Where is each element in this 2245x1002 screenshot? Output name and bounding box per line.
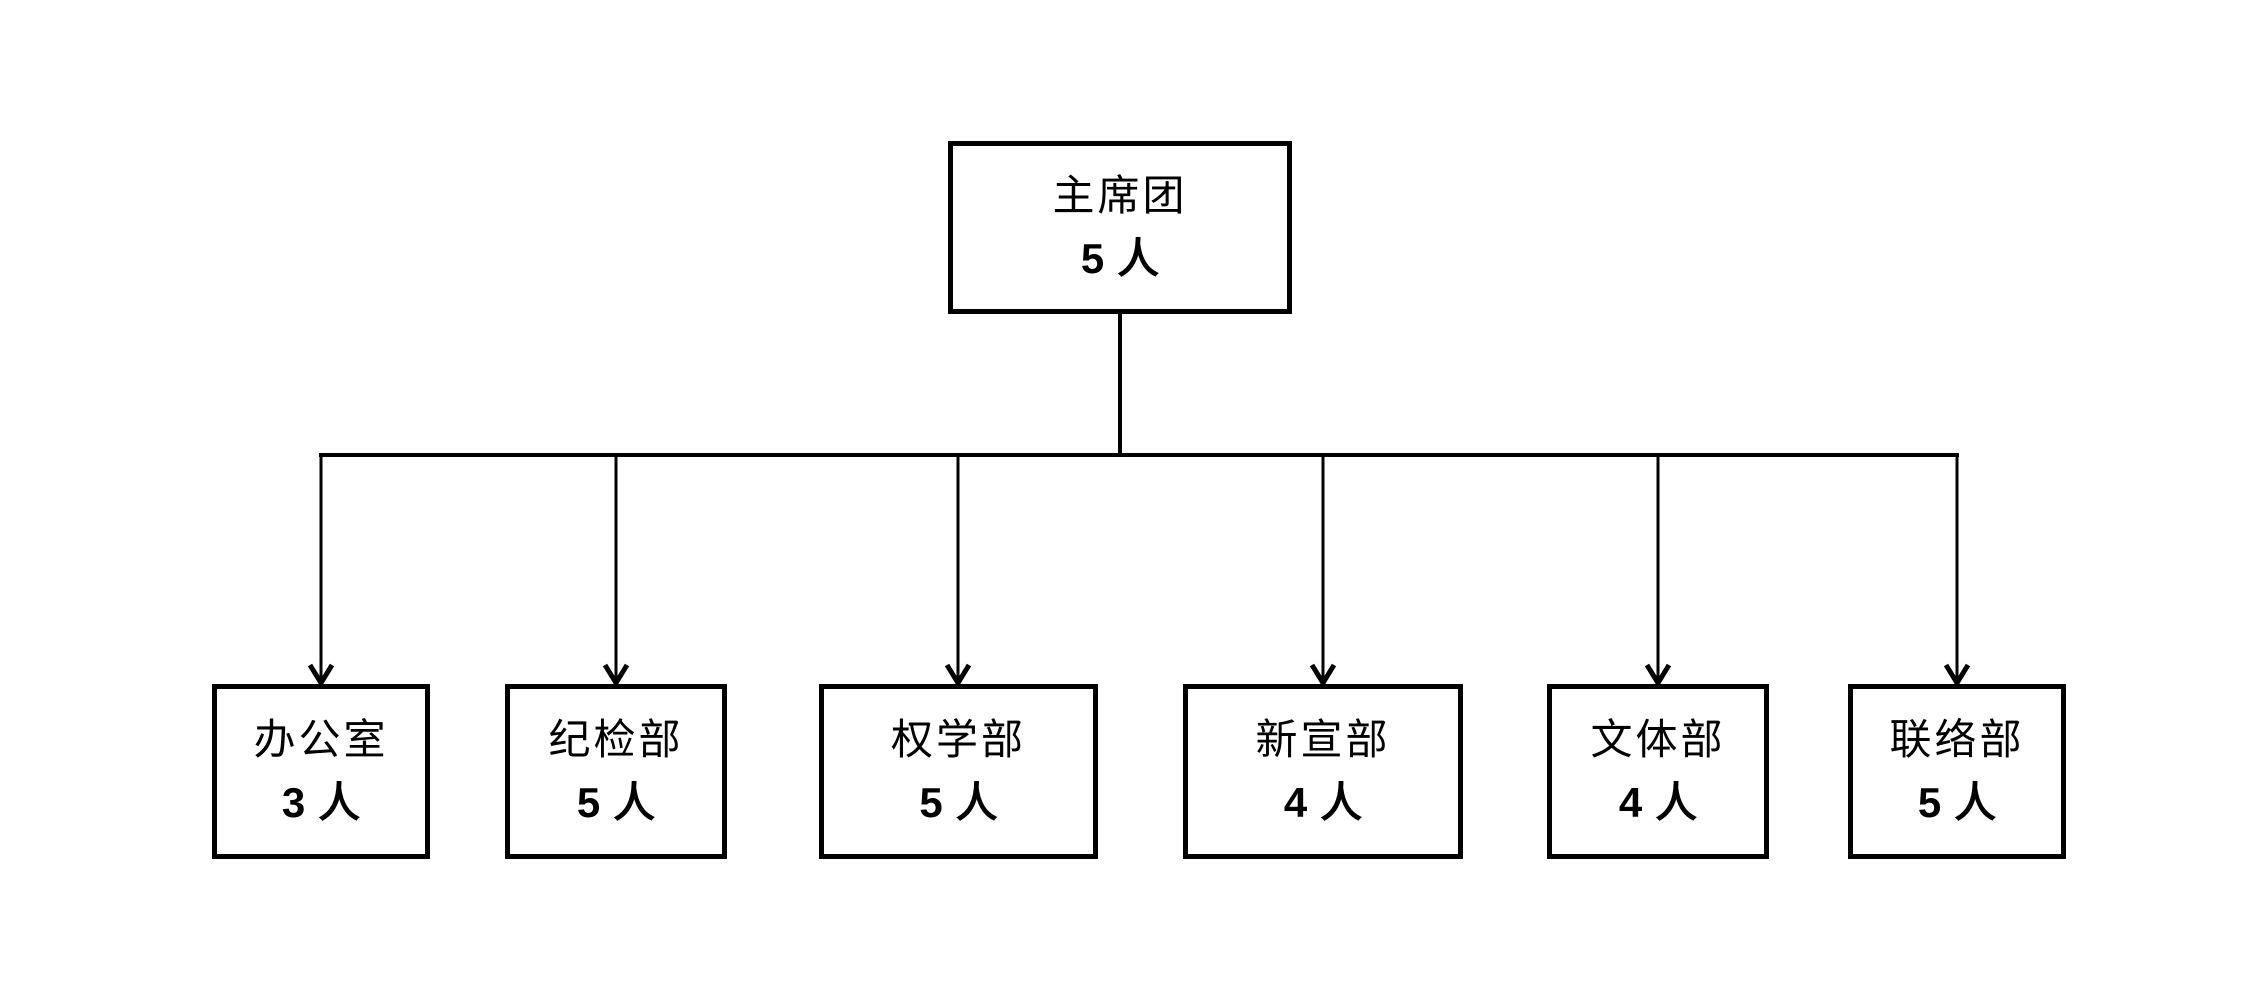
member-count-unit: 人 [955, 781, 998, 828]
org-box-root-name: 主席团 [1052, 174, 1188, 220]
member-count-number: 5 [919, 779, 943, 827]
org-box-dept-name: 办公室 [253, 717, 389, 764]
org-box-dept-name: 权学部 [890, 717, 1026, 764]
member-count-number: 4 [1618, 779, 1643, 827]
member-count-unit: 人 [1655, 781, 1698, 828]
org-box-dept-name: 新宣部 [1255, 717, 1391, 764]
member-count-number: 5 [1080, 235, 1105, 282]
member-count-unit: 人 [1954, 781, 1997, 828]
member-count-number: 5 [576, 779, 601, 827]
connector-arrow [1644, 455, 1672, 688]
member-count-unit: 人 [613, 781, 656, 828]
connector-arrow [307, 455, 335, 688]
connector-arrow [602, 455, 630, 688]
member-count-number: 4 [1283, 779, 1308, 827]
member-count-number: 3 [281, 779, 306, 827]
org-box-dept-name: 纪检部 [548, 717, 684, 764]
member-count-unit: 人 [1320, 781, 1363, 828]
member-count-unit: 人 [318, 781, 361, 828]
member-count-number: 5 [1917, 779, 1942, 827]
org-box-dept-name: 联络部 [1889, 717, 2025, 764]
connector-arrow [944, 455, 972, 688]
member-count-unit: 人 [1117, 237, 1160, 283]
org-box-dept-name: 文体部 [1590, 717, 1726, 764]
connector-arrow [1943, 455, 1971, 688]
connector-arrow [1309, 455, 1337, 688]
